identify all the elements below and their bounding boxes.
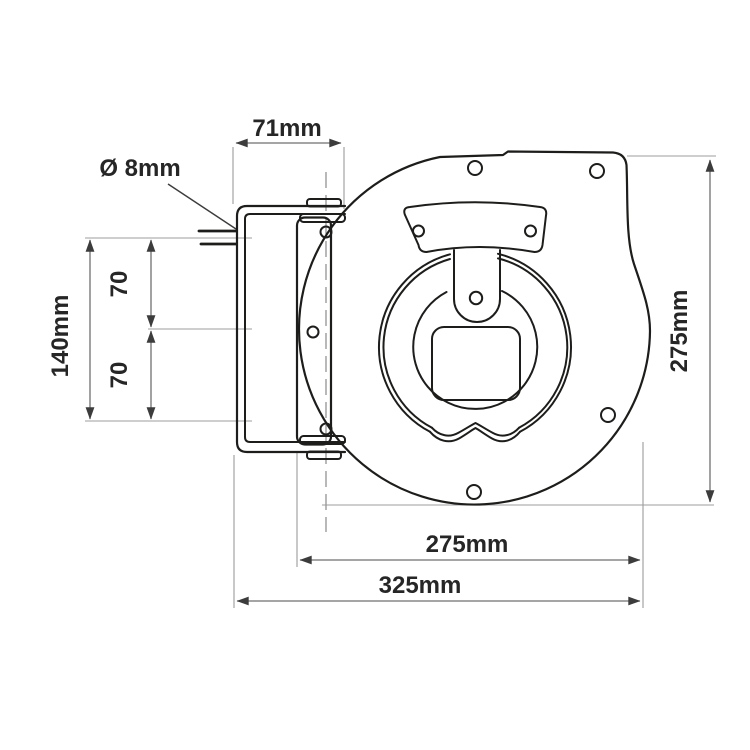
guide-bracket (403, 201, 548, 253)
guide-bracket-outline (403, 201, 548, 253)
label-overall-width: 325mm (379, 572, 462, 599)
bottom-hinge-tab (306, 450, 342, 460)
drum-notch-inner-wave (431, 422, 520, 437)
wall-bracket-outer-edge (235, 204, 347, 454)
pivot-stem-hole (468, 290, 484, 306)
drum-inner-ring-right-arc (497, 257, 569, 429)
screw-hole-bottom (466, 484, 482, 500)
screw-hole-bottom-right (600, 407, 616, 423)
label-body-height: 275mm (666, 290, 693, 373)
extension-lines (85, 147, 716, 608)
pivot-stem-outline (453, 249, 501, 323)
drum (377, 252, 572, 443)
reel-body (295, 150, 652, 506)
drum-outer-ring-left-arc (377, 253, 451, 433)
drum-hub-circle (412, 290, 539, 410)
wall-bracket-inner-edge (244, 213, 346, 443)
reel-body-outline (297, 150, 652, 506)
top-hinge-tab (306, 198, 342, 208)
backplate-hole-middle (306, 325, 320, 339)
screw-hole-top (467, 160, 483, 176)
pivot-stem (453, 249, 501, 323)
leader-line-pin-diameter (167, 183, 237, 230)
drum-notch-outer-wave (429, 427, 521, 443)
backplate-hole-bottom (319, 422, 333, 436)
label-pin-diameter: Ø 8mm (99, 155, 180, 182)
backplate-hole-top (319, 225, 333, 239)
screw-hole-top-right (589, 163, 605, 179)
guide-bracket-hole-right (524, 224, 537, 238)
dimension-lines (85, 138, 715, 606)
guide-bracket-hole-left (412, 224, 425, 238)
backplate-mounting-strip (295, 216, 333, 446)
label-bracket-height: 140mm (47, 295, 74, 378)
dimension-labels: 71mm Ø 8mm 140mm 70 70 275mm 275mm 325mm (47, 115, 693, 599)
latch-plate (431, 326, 521, 401)
label-body-width: 275mm (426, 531, 509, 558)
label-bracket-depth: 71mm (252, 115, 321, 142)
wall-bracket (197, 198, 347, 460)
label-hole-spacing-lower: 70 (106, 362, 133, 389)
drum-inner-ring-left-arc (382, 258, 451, 429)
drum-outer-ring-right-arc (497, 252, 572, 433)
label-hole-spacing-upper: 70 (106, 271, 133, 298)
